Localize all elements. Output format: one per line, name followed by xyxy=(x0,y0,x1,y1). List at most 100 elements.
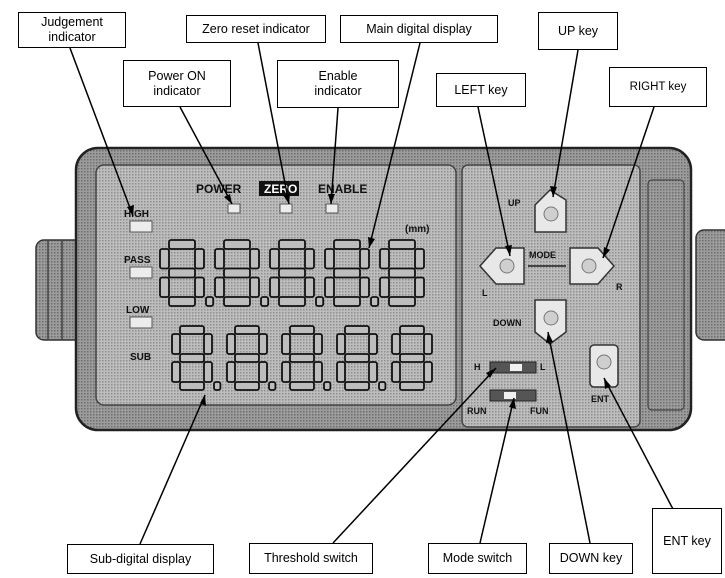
sub-digit xyxy=(281,325,332,391)
segment-g xyxy=(234,353,260,363)
arrowhead-sub-display xyxy=(200,395,206,406)
pass-label: PASS xyxy=(124,255,151,266)
segment-d xyxy=(289,381,315,391)
up-key[interactable] xyxy=(534,189,567,233)
decimal-point xyxy=(323,381,332,391)
right-side-rail xyxy=(647,179,685,411)
segment-e xyxy=(226,361,236,383)
enable-led xyxy=(325,203,339,214)
segment-d xyxy=(278,296,306,307)
segment-b xyxy=(368,333,378,355)
switch-fun-label: FUN xyxy=(530,406,549,416)
low-label: LOW xyxy=(126,305,150,316)
callout-main-digital-display: Main digital display xyxy=(340,15,498,43)
segment-e xyxy=(391,361,401,383)
down-key[interactable] xyxy=(534,299,567,345)
left-key[interactable] xyxy=(478,247,525,285)
switch-l-label: L xyxy=(540,362,546,372)
zero-led xyxy=(279,203,293,214)
callout-down-key: DOWN key xyxy=(549,543,633,574)
leader-enable xyxy=(330,107,339,205)
segment-f xyxy=(379,248,390,270)
segment-b xyxy=(258,333,268,355)
segment-e xyxy=(269,276,280,298)
decimal-point xyxy=(378,381,387,391)
segment-c xyxy=(359,276,370,298)
arrowhead-up-key xyxy=(550,186,557,197)
arrowhead-down-key xyxy=(546,332,553,343)
segment-e xyxy=(379,276,390,298)
zero-label: ZERO xyxy=(264,182,297,196)
segment-b xyxy=(359,248,370,270)
segment-b xyxy=(249,248,260,270)
right-key-letter: R xyxy=(616,282,623,292)
unit-label: (mm) xyxy=(405,224,429,235)
switch-run-label: RUN xyxy=(467,406,487,416)
segment-a xyxy=(278,239,306,250)
main-digit xyxy=(324,239,380,307)
decimal-point xyxy=(268,381,277,391)
segment-a xyxy=(223,239,251,250)
segment-g xyxy=(399,353,425,363)
arrowhead-mode-switch xyxy=(509,398,516,409)
arrowhead-threshold xyxy=(486,368,496,378)
sub-digital-display xyxy=(171,325,433,391)
decimal-point xyxy=(205,296,215,307)
arrowhead-right-key xyxy=(603,247,610,258)
segment-a xyxy=(333,239,361,250)
high-label: HIGH xyxy=(124,209,149,220)
callout-sub-digital-display: Sub-digital display xyxy=(67,544,214,574)
segment-d xyxy=(388,296,416,307)
segment-g xyxy=(344,353,370,363)
switch-h-label: H xyxy=(474,362,481,372)
callout-ent-key: ENT key xyxy=(652,508,722,574)
segment-a xyxy=(234,325,260,335)
segment-g xyxy=(179,353,205,363)
ent-key-label: ENT xyxy=(591,394,610,404)
ent-key[interactable] xyxy=(589,344,619,388)
segment-a xyxy=(388,239,416,250)
segment-f xyxy=(171,333,181,355)
power-label: POWER xyxy=(196,182,242,196)
leader-lines xyxy=(69,42,685,545)
segment-c xyxy=(313,361,323,383)
segment-b xyxy=(423,333,433,355)
arrowhead-left-key xyxy=(505,245,512,256)
arrowhead-judgement xyxy=(127,205,134,216)
segment-b xyxy=(414,248,425,270)
main-digit xyxy=(379,239,425,307)
segment-d xyxy=(223,296,251,307)
segment-g xyxy=(289,353,315,363)
segment-a xyxy=(289,325,315,335)
leader-judgement xyxy=(69,47,134,217)
up-key-label: UP xyxy=(508,198,521,208)
segment-g xyxy=(168,267,196,279)
segment-b xyxy=(304,248,315,270)
leader-sub-display xyxy=(139,394,206,545)
callout-right-key: RIGHT key xyxy=(609,67,707,107)
segment-a xyxy=(168,239,196,250)
segment-c xyxy=(194,276,205,298)
arrowhead-power xyxy=(224,194,232,204)
segment-f xyxy=(269,248,280,270)
segment-c xyxy=(249,276,260,298)
segment-e xyxy=(281,361,291,383)
sub-digit xyxy=(391,325,433,391)
main-digit xyxy=(214,239,270,307)
arrowhead-ent-key xyxy=(604,378,611,389)
callout-zero-reset-indicator: Zero reset indicator xyxy=(186,15,326,43)
segment-d xyxy=(344,381,370,391)
segment-c xyxy=(304,276,315,298)
leader-up-key xyxy=(552,49,579,198)
segment-g xyxy=(388,267,416,279)
sub-digit xyxy=(171,325,222,391)
segment-d xyxy=(179,381,205,391)
segment-b xyxy=(203,333,213,355)
zero-label-bg xyxy=(259,181,299,196)
leader-main-display xyxy=(368,42,421,249)
segment-d xyxy=(333,296,361,307)
pass-led xyxy=(129,266,153,279)
power-led xyxy=(227,203,241,214)
segment-e xyxy=(171,361,181,383)
leader-mode-switch xyxy=(479,397,515,544)
